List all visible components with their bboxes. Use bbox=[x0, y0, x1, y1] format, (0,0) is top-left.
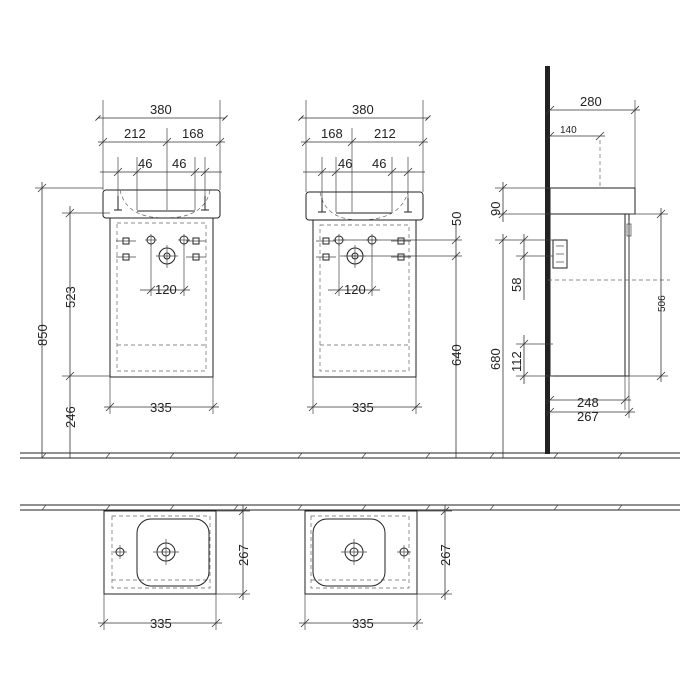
dim-left-total-width: 380 bbox=[150, 102, 172, 117]
dim-plan-right-depth: 267 bbox=[438, 544, 453, 566]
tap-right-a bbox=[318, 198, 326, 213]
supply-connection-left bbox=[145, 234, 190, 246]
tap-left-b bbox=[201, 196, 209, 211]
front-view-right bbox=[305, 191, 424, 378]
dim-side-267: 267 bbox=[577, 409, 599, 424]
wall-line-lower bbox=[20, 504, 680, 511]
dim-side-depth: 280 bbox=[580, 94, 602, 109]
dim-side-112: 112 bbox=[509, 351, 524, 372]
basin-top-left bbox=[102, 189, 221, 219]
dim-right-tap-left: 46 bbox=[338, 156, 352, 171]
dim-left-right-width: 168 bbox=[182, 126, 204, 141]
tap-right-b bbox=[404, 198, 412, 213]
plan-tap-hole-right bbox=[397, 545, 411, 559]
dim-side-248: 248 bbox=[577, 395, 599, 410]
dim-left-left-width: 212 bbox=[124, 126, 146, 141]
dim-left-cabinet-width: 335 bbox=[150, 400, 172, 415]
plan-basin-left bbox=[136, 518, 210, 587]
drain-connection-left bbox=[156, 245, 178, 268]
plan-view-right bbox=[304, 510, 418, 595]
dim-side-cabinet-height: 506 bbox=[657, 295, 668, 312]
dim-right-total-width: 380 bbox=[352, 102, 374, 117]
dim-side-58: 58 bbox=[509, 278, 524, 292]
dim-left-cabinet-height: 523 bbox=[63, 286, 78, 308]
dim-left-pipe-spacing: 120 bbox=[155, 282, 177, 297]
plan-basin-right bbox=[312, 518, 386, 587]
dim-right-inner-height: 640 bbox=[449, 344, 464, 366]
dim-left-total-height: 850 bbox=[35, 324, 50, 346]
dims-side bbox=[495, 100, 668, 458]
dim-plan-left-depth: 267 bbox=[236, 544, 251, 566]
plan-drain-left bbox=[153, 539, 179, 565]
dim-left-tap-left: 46 bbox=[138, 156, 152, 171]
dim-right-tap-right: 46 bbox=[372, 156, 386, 171]
plan-drain-right bbox=[341, 539, 367, 565]
dim-right-basin-height: 50 bbox=[449, 212, 464, 226]
dims-plans bbox=[98, 505, 452, 630]
dim-right-left-width: 168 bbox=[321, 126, 343, 141]
cabinet-left bbox=[109, 217, 214, 378]
floor-line-upper bbox=[20, 452, 680, 459]
fixing-points-right bbox=[316, 237, 411, 261]
side-fixing-bracket bbox=[552, 239, 568, 269]
dim-plan-right-width: 335 bbox=[352, 616, 374, 631]
dim-side-top-thickness: 90 bbox=[488, 202, 503, 216]
dim-right-cabinet-width: 335 bbox=[352, 400, 374, 415]
dim-right-pipe-spacing: 120 bbox=[344, 282, 366, 297]
plan-cabinet-left bbox=[103, 510, 217, 595]
plan-tap-hole-left bbox=[113, 545, 127, 559]
wall bbox=[545, 66, 550, 454]
dims-left-front bbox=[35, 100, 228, 458]
dim-left-floor-gap: 246 bbox=[63, 406, 78, 428]
fixing-points-left bbox=[116, 237, 206, 261]
side-basin-top bbox=[549, 187, 636, 215]
dim-right-right-width: 212 bbox=[374, 126, 396, 141]
dim-side-height-680: 680 bbox=[488, 348, 503, 370]
plan-view-left bbox=[103, 510, 217, 595]
cabinet-right bbox=[312, 219, 417, 378]
side-cabinet bbox=[549, 213, 630, 377]
front-view-left bbox=[102, 189, 221, 378]
side-view bbox=[545, 66, 670, 454]
dim-plan-left-width: 335 bbox=[150, 616, 172, 631]
dim-side-offset: 140 bbox=[560, 125, 577, 136]
dims-right-front bbox=[298, 100, 462, 458]
dim-left-tap-right: 46 bbox=[172, 156, 186, 171]
tap-left-a bbox=[114, 196, 122, 211]
basin-top-right bbox=[305, 191, 424, 221]
